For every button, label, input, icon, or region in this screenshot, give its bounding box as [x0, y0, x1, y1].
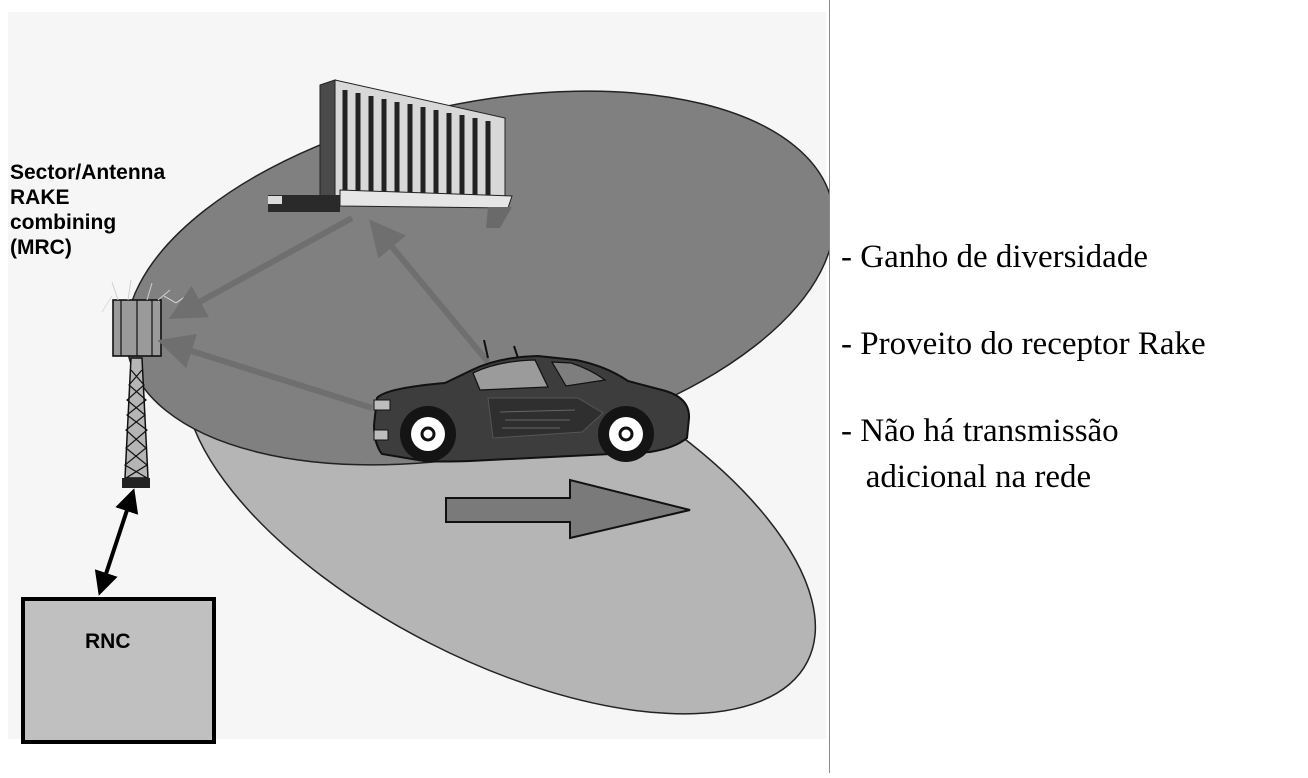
- label-line-1: Sector/Antenna: [10, 161, 166, 184]
- sector-antenna-label: Sector/Antenna RAKE combining (MRC): [10, 161, 166, 259]
- diagram-panel: RNC Sector/Antenna RAKE combining (MRC): [10, 79, 835, 744]
- building-to-antenna-arrow: [168, 215, 354, 319]
- benefit-item-no-extra-transmission-cont: adicional na rede: [841, 459, 1092, 495]
- panel-divider: [829, 0, 830, 773]
- label-line-2: RAKE: [10, 186, 70, 209]
- signal-paths: [157, 215, 491, 411]
- benefit-item-no-extra-transmission: - Não há transmissão: [841, 413, 1119, 449]
- rnc-label: RNC: [85, 630, 131, 653]
- car-icon: [372, 339, 691, 463]
- rnc-box: RNC: [21, 597, 216, 744]
- label-line-3: combining: [10, 211, 116, 234]
- label-line-4: (MRC): [10, 236, 72, 259]
- benefit-item-diversity-gain: - Ganho de diversidade: [841, 239, 1148, 275]
- movement-direction-arrow: [445, 478, 691, 540]
- car-to-antenna-arrow: [157, 333, 373, 411]
- diagram-canvas: RNC Sector/Antenna RAKE combining (MRC): [10, 79, 835, 744]
- rnc-link-arrow: [94, 488, 139, 596]
- benefit-item-rake-receiver: - Proveito do receptor Rake: [841, 326, 1206, 362]
- building-icon: [268, 79, 513, 228]
- car-to-building-arrow: [369, 219, 491, 364]
- base-station-antenna-icon: [101, 279, 191, 488]
